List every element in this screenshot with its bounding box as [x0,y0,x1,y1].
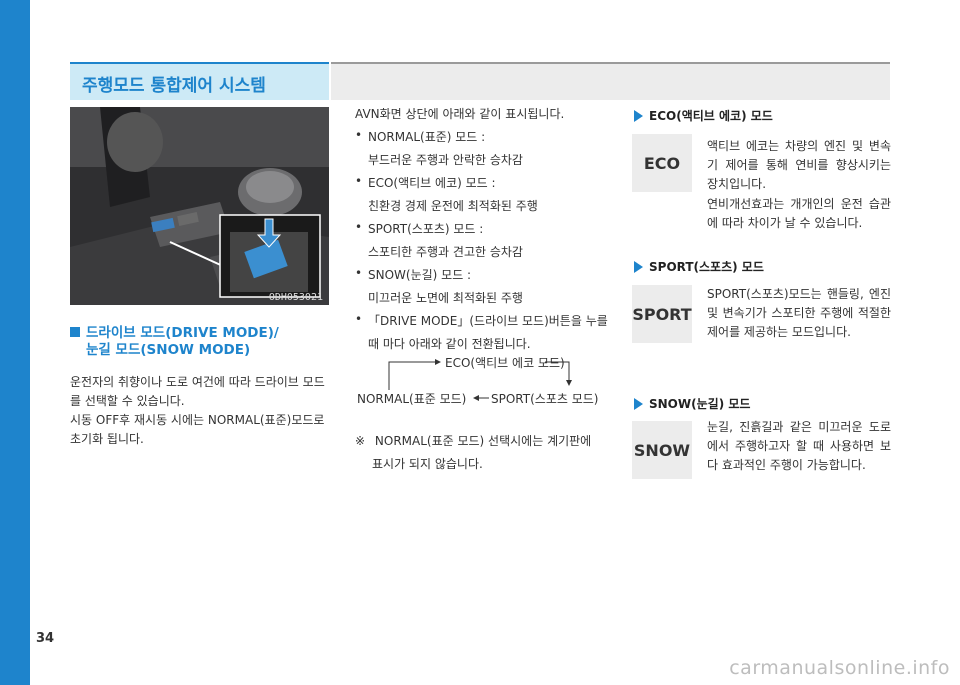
section-title-line1: 드라이브 모드(DRIVE MODE)/ [86,325,279,341]
console-photo: ODH053021 [70,107,329,305]
diagram-sport: SPORT(스포츠 모드) [491,392,599,406]
section-header: 주행모드 통합제어 시스템 [70,62,329,100]
eco-desc-2: 연비개선효과는 개개인의 운전 습관에 따라 차이가 날 수 있습니다. [707,197,891,230]
eco-badge: ECO [632,134,692,192]
page-number: 34 [36,631,55,646]
triangle-bullet-icon [634,261,643,273]
eco-heading: ECO(액티브 에코) 모드 [634,107,773,124]
eco-desc: 액티브 에코는 차량의 엔진 및 변속기 제어를 통해 연비를 향상시키는 장치… [707,139,891,191]
mode-cycle-diagram [388,359,572,401]
sport-heading: SPORT(스포츠) 모드 [634,258,764,275]
snow-heading: SNOW(눈길) 모드 [634,395,750,412]
diagram-eco: ECO(액티브 에코 모드) [445,356,565,370]
note-line2: 표시가 되지 않습니다. [372,457,483,471]
bullet-label: 「DRIVE MODE」(드라이브 모드)버튼을 누를 [368,314,608,328]
header-title: 주행모드 통합제어 시스템 [82,76,266,96]
triangle-bullet-icon [634,110,643,122]
bullet-desc: 때 마다 아래와 같이 전환됩니다. [368,337,531,351]
section-title-line2: 눈길 모드(SNOW MODE) [86,342,251,358]
bullet-desc: 미끄러운 노면에 최적화된 주행 [368,291,523,305]
snow-desc: 눈길, 진흙길과 같은 미끄러운 도로에서 주행하고자 할 때 사용하면 보다 … [707,420,891,472]
bullet-desc: 친환경 경제 운전에 최적화된 주행 [368,199,538,213]
console-illustration [70,107,329,305]
bullet-label: SNOW(눈길) 모드 : [368,268,472,282]
bullet-desc: 부드러운 주행과 안락한 승차감 [368,153,523,167]
sport-badge: SPORT [632,285,692,343]
bullet-desc: 스포티한 주행과 견고한 승차감 [368,245,523,259]
reset-paragraph: 시동 OFF후 재시동 시에는 NORMAL(표준)모드로 초기화 됩니다. [70,413,325,446]
diagram-normal: NORMAL(표준 모드) [357,392,467,406]
snow-badge: SNOW [632,421,692,479]
triangle-bullet-icon [634,398,643,410]
note-line1: NORMAL(표준 모드) 선택시에는 계기판에 [374,434,592,448]
square-bullet-icon [70,327,80,337]
avn-intro: AVN화면 상단에 아래와 같이 표시됩니다. [355,107,565,121]
bullet-label: ECO(액티브 에코) 모드 : [368,176,496,190]
side-color-bar [0,0,30,685]
bullet-label: NORMAL(표준) 모드 : [368,130,486,144]
note: ※ NORMAL(표준 모드) 선택시에는 계기판에 [355,432,591,449]
intro-paragraph: 운전자의 취향이나 도로 여건에 따라 드라이브 모드를 선택할 수 있습니다. [70,375,325,408]
note-mark: ※ [355,434,366,448]
photo-code: ODH053021 [268,292,323,303]
sport-desc: SPORT(스포츠)모드는 핸들링, 엔진 및 변속기가 스포티한 주행에 적절… [707,287,891,339]
watermark: carmanualsonline.info [729,657,950,679]
header-bar-right [331,62,890,100]
bullet-label: SPORT(스포츠) 모드 : [368,222,484,236]
section-title: 드라이브 모드(DRIVE MODE)/ 눈길 모드(SNOW MODE) [70,325,279,359]
